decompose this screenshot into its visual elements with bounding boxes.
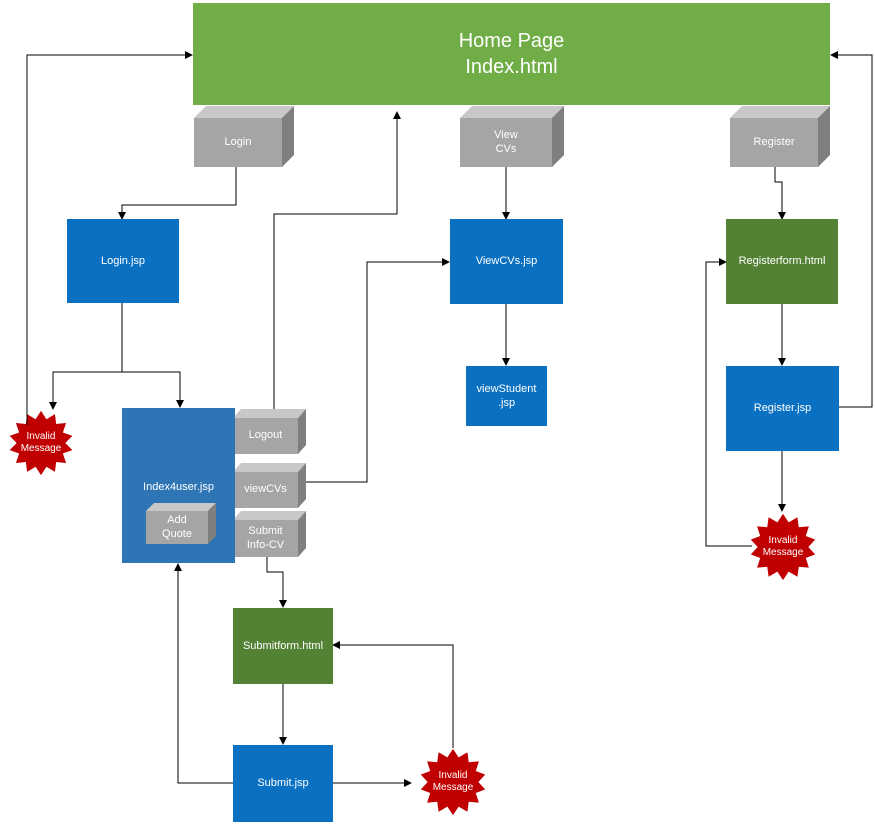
viewcvs-small-label: viewCVs	[244, 483, 287, 496]
registerform-html-node: Registerform.html	[726, 219, 838, 304]
submit-jsp-node: Submit.jsp	[233, 745, 333, 822]
cube-view-cvs	[460, 106, 564, 167]
add-quote-label: Add Quote	[162, 513, 192, 540]
star-invalid-left	[7, 409, 75, 477]
register-button-label: Register	[753, 135, 795, 148]
invalid-message-right: Invalid Message	[762, 535, 804, 558]
view-cvs-button-label: View CVs	[494, 128, 518, 155]
viewstudent-jsp-node: viewStudent .jsp	[466, 366, 547, 426]
submitform-html-node: Submitform.html	[233, 608, 333, 684]
star-invalid-bottom	[419, 747, 487, 817]
cube-viewcvs-small	[233, 463, 306, 508]
cube-login	[194, 106, 294, 167]
cube-logout	[233, 409, 306, 454]
home-page-file: Index.html	[465, 56, 558, 78]
logout-button-label: Logout	[248, 429, 283, 442]
index4user-jsp-label: Index4user.jsp	[143, 481, 214, 493]
login-button-label: Login	[224, 135, 252, 148]
register-jsp-node: Register.jsp	[726, 366, 839, 451]
viewcvs-jsp-node: ViewCVs.jsp	[450, 219, 563, 304]
home-page-node: Home Page Index.html	[193, 3, 830, 105]
cube-register	[730, 106, 830, 167]
invalid-message-bottom: Invalid Message	[432, 770, 474, 793]
invalid-message-left: Invalid Message	[20, 431, 62, 454]
login-jsp-node: Login.jsp	[67, 219, 179, 303]
home-page-title: Home Page	[458, 30, 565, 52]
submit-info-label: Submit Info-CV	[246, 524, 285, 551]
cube-submit-info	[233, 511, 306, 557]
connectors	[26, 51, 873, 787]
star-invalid-right	[749, 512, 817, 582]
